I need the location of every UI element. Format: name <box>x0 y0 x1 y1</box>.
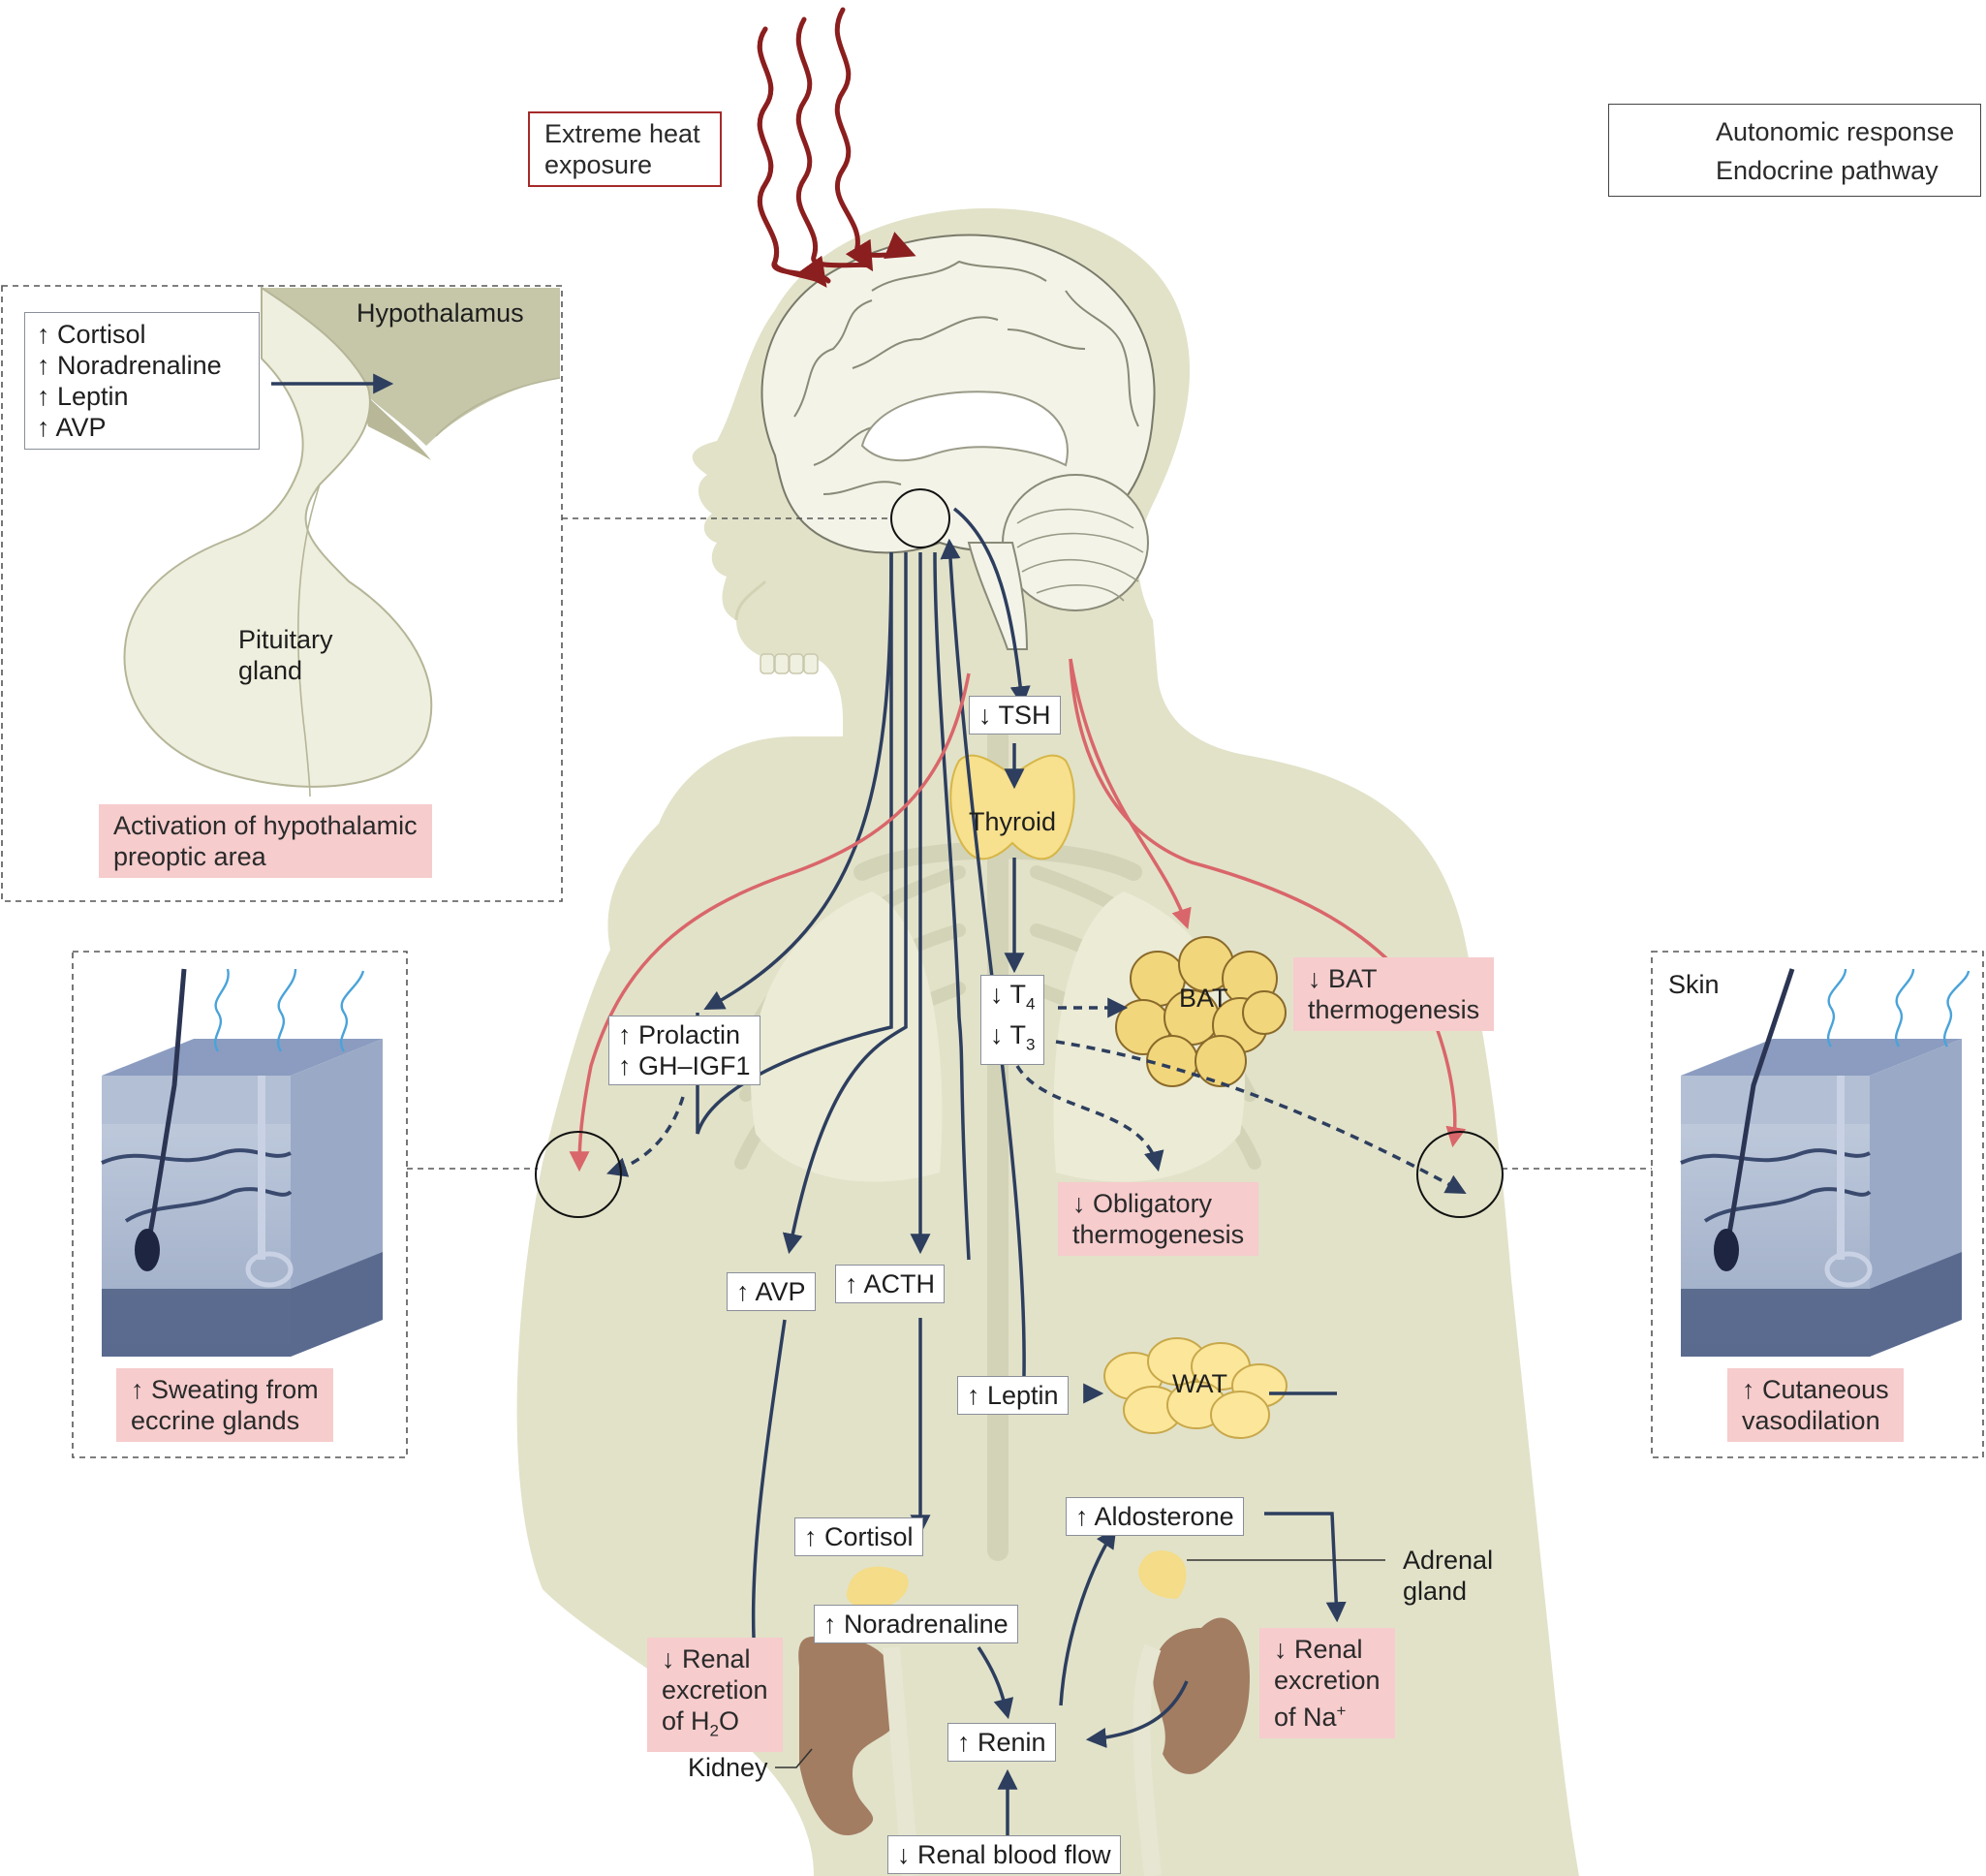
hormones-list: ↑ Cortisol ↑ Noradrenaline ↑ Leptin ↑ AV… <box>24 312 260 450</box>
bat-cluster <box>1115 936 1287 1087</box>
sweat-waves <box>213 968 365 1052</box>
obligatory-line2: thermogenesis <box>1072 1220 1245 1249</box>
autonomic-pathways <box>569 658 1467 1172</box>
leptin-label: ↑ Leptin <box>957 1376 1069 1415</box>
renin-label: ↑ Renin <box>947 1723 1056 1762</box>
acth-label: ↑ ACTH <box>835 1265 946 1303</box>
adrenal-gland-label: Adrenal gland <box>1403 1545 1493 1607</box>
hormone-leptin: ↑ Leptin <box>37 382 129 411</box>
vasodilation-line2: vasodilation <box>1742 1406 1880 1435</box>
avp-label: ↑ AVP <box>727 1272 816 1311</box>
bat-effect-line2: thermogenesis <box>1308 995 1480 1024</box>
pituitary-label: Pituitary gland <box>238 624 333 686</box>
dashed-pathways <box>606 997 1467 1195</box>
t3-sub: 3 <box>1026 1035 1036 1054</box>
heat-line1: Extreme heat <box>544 119 700 148</box>
renal-na-label: ↓ Renal excretion of Na+ <box>1259 1628 1395 1738</box>
bat-effect-line1: ↓ BAT <box>1308 964 1378 993</box>
brain <box>760 234 1156 650</box>
activation-line1: Activation of hypothalamic <box>113 811 418 840</box>
jaw <box>760 653 819 674</box>
sweating-label: ↑ Sweating from eccrine glands <box>116 1368 333 1442</box>
heat-waves <box>757 7 916 288</box>
endocrine-pathways <box>271 373 1347 1836</box>
renal-na-text: of Na <box>1274 1703 1337 1732</box>
bat-thermogenesis-label: ↓ BAT thermogenesis <box>1293 957 1495 1031</box>
legend-endocrine-label: Endocrine pathway <box>1716 156 1939 185</box>
renal-h2o-sub: 2 <box>709 1721 719 1740</box>
renal-h2o-post: O <box>719 1706 740 1735</box>
obligatory-thermogenesis-label: ↓ Obligatory thermogenesis <box>1058 1182 1259 1256</box>
renal-h2o-line3: of H2O <box>662 1705 768 1746</box>
adrenal-line1: Adrenal <box>1403 1546 1494 1575</box>
adrenal-line2: gland <box>1403 1577 1468 1606</box>
t4-line: ↓ T4 <box>990 979 1035 1019</box>
t4-text: ↓ T <box>990 980 1027 1009</box>
sweating-line1: ↑ Sweating from <box>131 1375 319 1404</box>
skin-heat-waves <box>1826 968 1970 1047</box>
activation-line2: preoptic area <box>113 842 266 871</box>
prolactin-gh-label: ↑ Prolactin ↑ GH–IGF1 <box>608 1016 760 1085</box>
aldosterone-label: ↑ Aldosterone <box>1066 1497 1244 1536</box>
thyroid-label: Thyroid <box>969 807 1057 836</box>
vasodilation-skin-block <box>1680 968 1962 1357</box>
pituitary-illustration <box>123 286 561 797</box>
pituitary-line2: gland <box>238 656 303 685</box>
bat-label: BAT <box>1179 984 1228 1013</box>
wat-label: WAT <box>1172 1369 1227 1398</box>
renal-na-line2: excretion <box>1274 1666 1381 1695</box>
body-silhouette <box>516 208 1579 1876</box>
legend-autonomic-label: Autonomic response <box>1716 117 1955 146</box>
hypothalamus-label: Hypothalamus <box>357 298 524 328</box>
renal-h2o-line2: excretion <box>662 1675 768 1704</box>
hormone-avp: ↑ AVP <box>37 413 107 442</box>
heat-exposure-label: Extreme heat exposure <box>528 111 722 187</box>
hypothalamic-activation-label: Activation of hypothalamic preoptic area <box>99 804 432 878</box>
kidneys <box>798 1550 1250 1876</box>
gh-text: ↑ GH–IGF1 <box>618 1051 751 1080</box>
prolactin-text: ↑ Prolactin <box>618 1020 741 1049</box>
vasodilation-line1: ↑ Cutaneous <box>1742 1375 1889 1404</box>
renal-na-sup: + <box>1336 1702 1347 1720</box>
obligatory-line1: ↓ Obligatory <box>1072 1189 1213 1218</box>
hormone-noradrenaline: ↑ Noradrenaline <box>37 351 222 380</box>
inset-frames <box>1 285 1984 1458</box>
heat-line2: exposure <box>544 150 653 179</box>
kidney-label: Kidney <box>688 1753 768 1782</box>
hormone-cortisol: ↑ Cortisol <box>37 320 146 349</box>
renal-h2o-label: ↓ Renal excretion of H2O <box>647 1638 783 1753</box>
pituitary-line1: Pituitary <box>238 625 333 654</box>
renal-na-line1: ↓ Renal <box>1274 1635 1363 1664</box>
cortisol-label: ↑ Cortisol <box>794 1517 923 1556</box>
renal-na-line3: of Na+ <box>1274 1696 1381 1733</box>
skin-label: Skin <box>1668 970 1720 999</box>
t3-line: ↓ T3 <box>990 1019 1035 1060</box>
renal-blood-flow-label: ↓ Renal blood flow <box>887 1835 1121 1874</box>
target-circles <box>535 1131 1504 1218</box>
vasodilation-label: ↑ Cutaneous vasodilation <box>1727 1368 1904 1442</box>
callout-lines <box>775 1559 1385 1768</box>
renal-h2o-line1: ↓ Renal <box>662 1644 751 1673</box>
tsh-label: ↓ TSH <box>969 696 1061 735</box>
renal-h2o-pre: of H <box>662 1706 710 1735</box>
sweating-line2: eccrine glands <box>131 1406 300 1435</box>
sweat-skin-block <box>101 968 383 1357</box>
legend: Autonomic response Endocrine pathway <box>1608 104 1981 197</box>
t4-t3-label: ↓ T4 ↓ T3 <box>980 975 1045 1065</box>
t3-text: ↓ T <box>990 1020 1027 1050</box>
noradrenaline-label: ↑ Noradrenaline <box>814 1605 1018 1643</box>
t4-sub: 4 <box>1026 994 1036 1014</box>
wat-cluster <box>1103 1337 1288 1439</box>
